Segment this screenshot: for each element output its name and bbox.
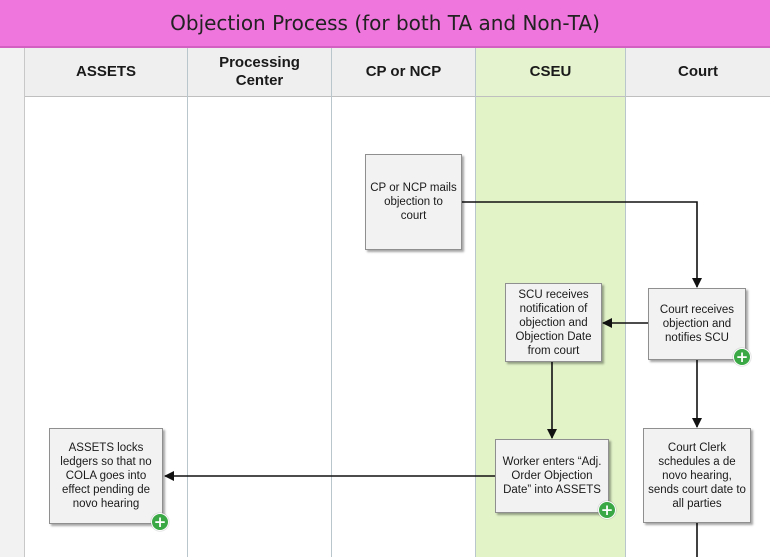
node-worker-enters-date[interactable]: Worker enters “Adj. Order Objection Date… bbox=[495, 439, 609, 513]
lane-processing-center: Processing Center bbox=[188, 48, 332, 557]
node-scu-receives-notification[interactable]: SCU receives notification of objection a… bbox=[505, 283, 602, 362]
lane-header-cseu: CSEU bbox=[476, 48, 625, 97]
lane-header-court: Court bbox=[626, 48, 770, 97]
node-cp-mails-objection[interactable]: CP or NCP mails objection to court bbox=[365, 154, 462, 250]
lane-court: Court bbox=[626, 48, 770, 557]
add-icon[interactable]: + bbox=[733, 348, 751, 366]
add-icon[interactable]: + bbox=[151, 513, 169, 531]
lane-header-cp-or-ncp: CP or NCP bbox=[332, 48, 475, 97]
pool-side-strip bbox=[0, 48, 25, 557]
node-court-receives-objection[interactable]: Court receives objection and notifies SC… bbox=[648, 288, 746, 360]
connector-mail-to-court bbox=[462, 201, 702, 288]
node-assets-locks-ledgers[interactable]: ASSETS locks ledgers so that no COLA goe… bbox=[49, 428, 163, 524]
add-icon[interactable]: + bbox=[598, 501, 616, 519]
lane-assets: ASSETS bbox=[25, 48, 188, 557]
lane-cp-or-ncp: CP or NCP bbox=[332, 48, 476, 557]
node-court-clerk-schedules[interactable]: Court Clerk schedules a de novo hearing,… bbox=[643, 428, 751, 523]
diagram-title: Objection Process (for both TA and Non-T… bbox=[0, 0, 770, 48]
lane-header-processing-center: Processing Center bbox=[188, 48, 331, 97]
lane-header-assets: ASSETS bbox=[25, 48, 187, 97]
